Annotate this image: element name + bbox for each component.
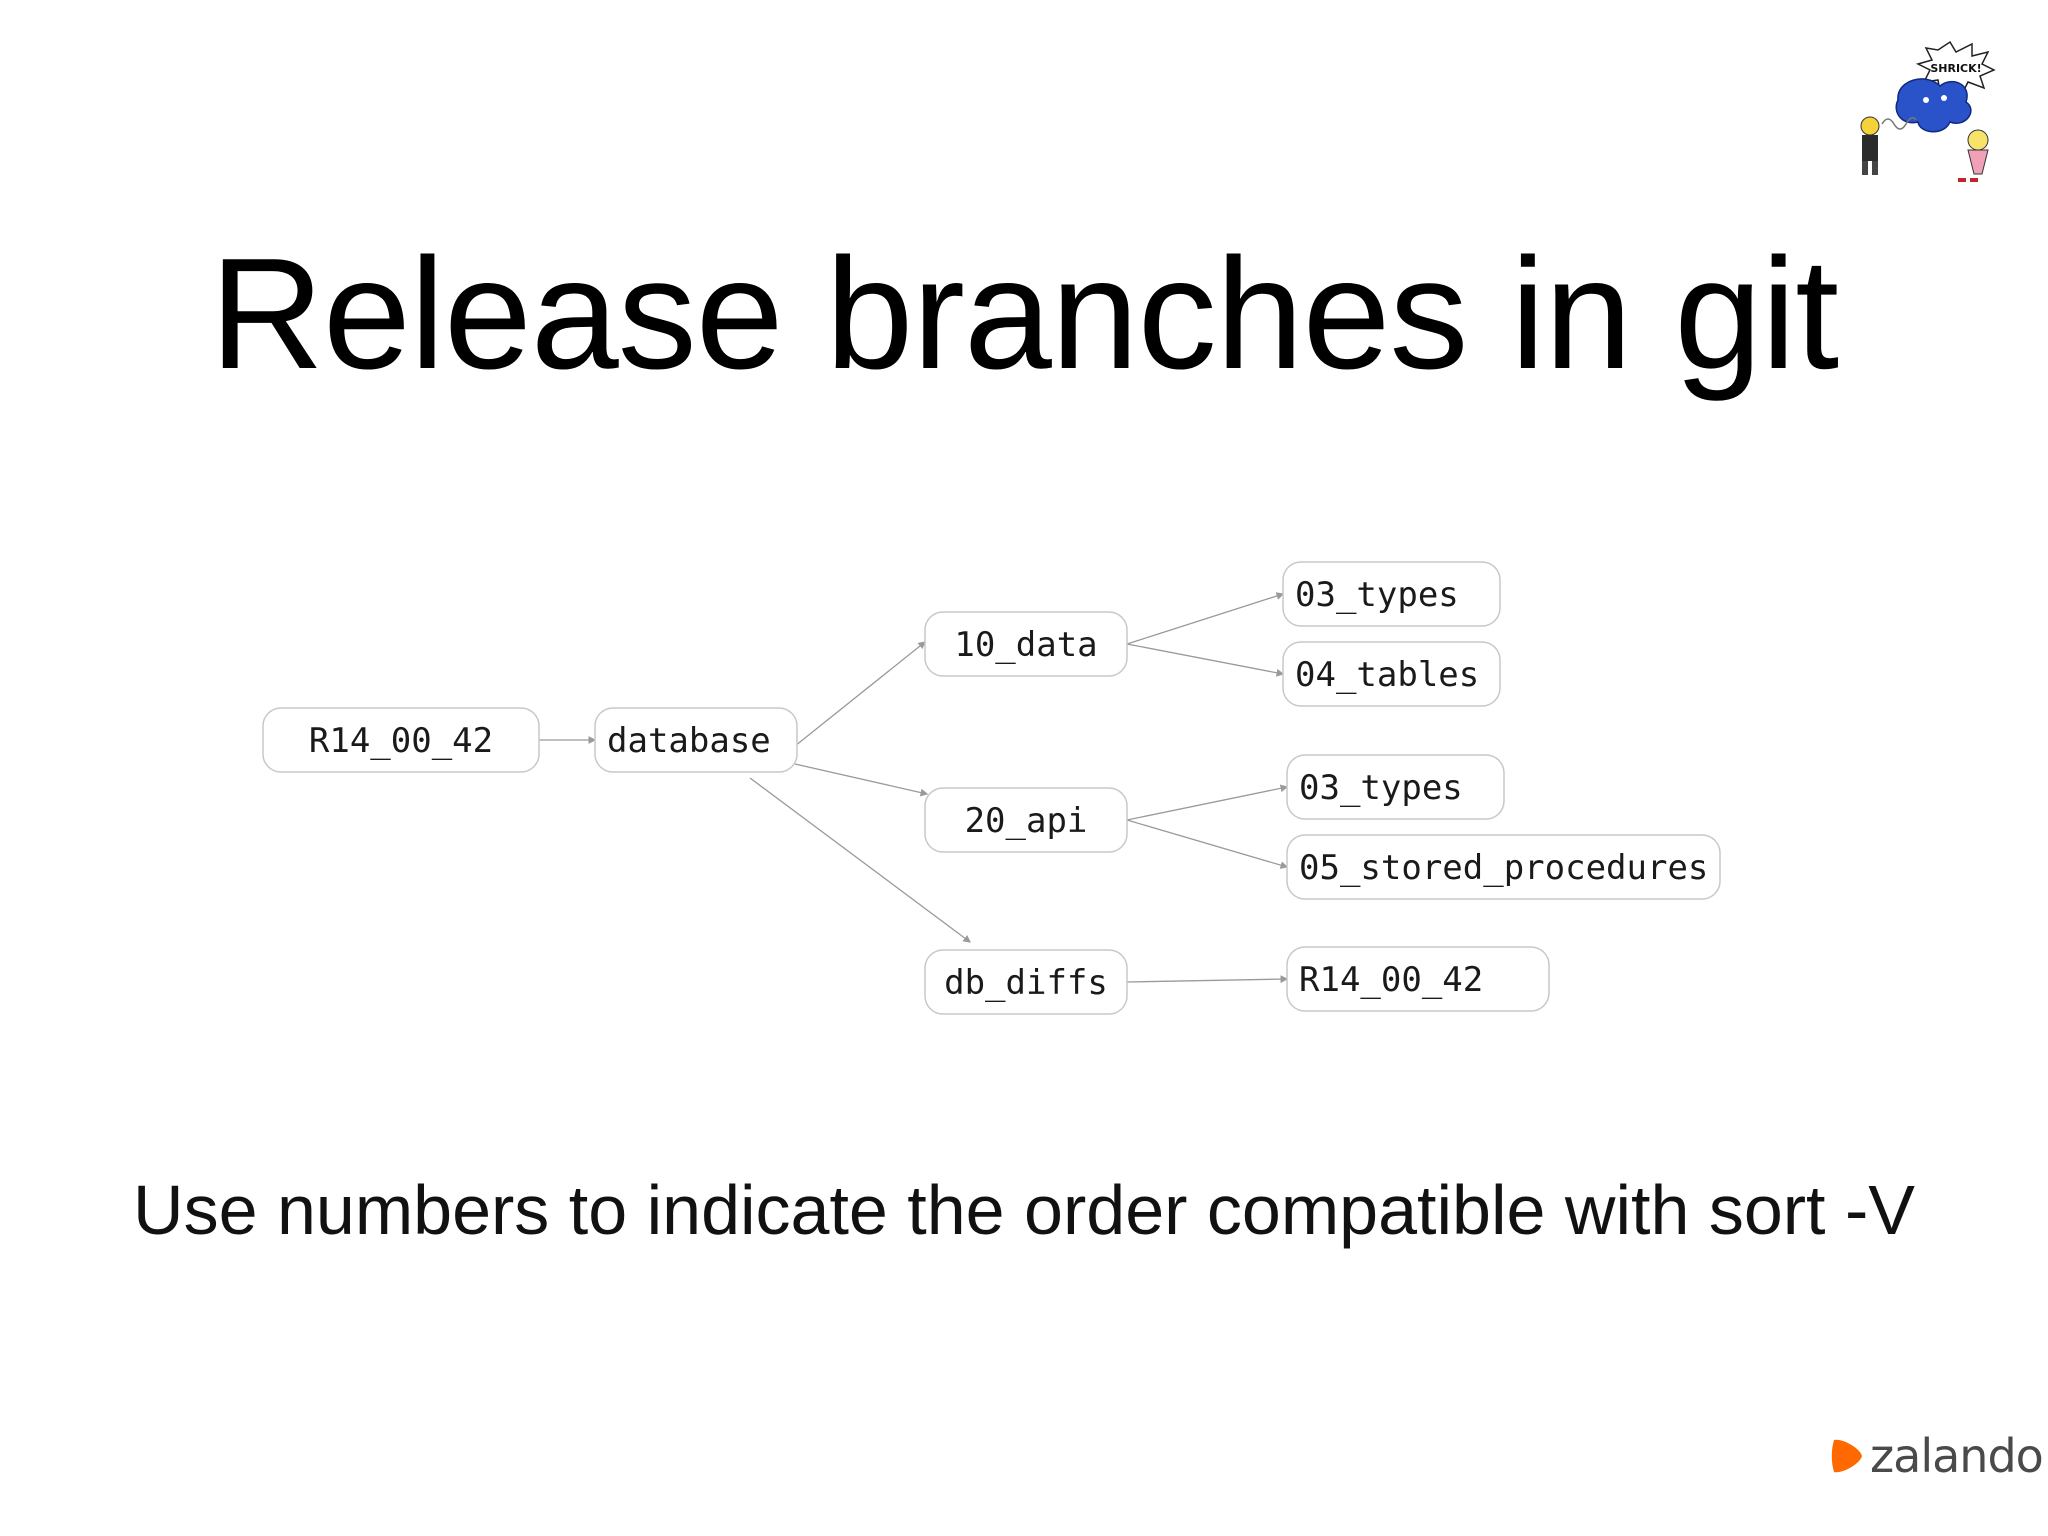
edge-db-to-data <box>794 641 927 747</box>
branch-node-db: database <box>594 707 798 773</box>
branch-node-types2: 03_types <box>1286 754 1505 820</box>
branch-node-box <box>1282 561 1501 627</box>
branch-node-label: 03_types <box>1295 575 1459 615</box>
branch-node-label: R14_00_42 <box>1299 960 1483 1000</box>
branch-node-label: R14_00_42 <box>309 721 493 761</box>
cartoon-shout-text: SHRICK! <box>1930 62 1981 75</box>
branch-node-label: db_diffs <box>944 963 1108 1003</box>
edge-db-to-diffs <box>749 777 972 943</box>
branch-node-label: 04_tables <box>1295 655 1479 695</box>
branch-node-box <box>262 707 540 773</box>
cartoon-illustration-icon: SHRICK! <box>1860 40 1996 182</box>
slide-title: Release branches in git <box>209 226 1839 402</box>
branch-node-label: 10_data <box>954 625 1097 665</box>
branch-node-label: 05_stored_procedures <box>1299 848 1708 888</box>
branch-node-api: 20_api <box>924 787 1128 853</box>
branch-node-box <box>1286 754 1505 820</box>
edge-api-to-procs <box>1126 819 1289 869</box>
edge-data-to-tables <box>1126 643 1285 677</box>
branch-node-box <box>1282 641 1501 707</box>
zalando-logo: zalando <box>1830 1426 2044 1486</box>
branch-node-rel: R14_00_42 <box>1286 946 1550 1012</box>
branch-node-box <box>924 949 1128 1015</box>
branch-node-label: database <box>607 721 771 761</box>
edge-diffs-to-rel <box>1126 975 1289 984</box>
slide-caption: Use numbers to indicate the order compat… <box>133 1171 1915 1249</box>
branch-node-label: 20_api <box>965 801 1088 841</box>
branch-node-box <box>924 787 1128 853</box>
branch-node-tables: 04_tables <box>1282 641 1501 707</box>
branch-node-box <box>1286 946 1550 1012</box>
zalando-logo-icon <box>1831 1439 1862 1473</box>
branch-node-data: 10_data <box>924 611 1128 677</box>
brand-name: zalando <box>1870 1429 2044 1483</box>
branch-node-types1: 03_types <box>1282 561 1501 627</box>
branch-node-box <box>924 611 1128 677</box>
branch-node-root: R14_00_42 <box>262 707 540 773</box>
branch-node-procs: 05_stored_procedures <box>1286 834 1721 900</box>
edge-api-to-types2 <box>1126 784 1289 821</box>
branch-node-diffs: db_diffs <box>924 949 1128 1015</box>
edge-data-to-types1 <box>1126 592 1285 645</box>
branch-node-box <box>1286 834 1721 900</box>
edge-db-to-api <box>794 763 929 797</box>
branch-node-label: 03_types <box>1299 768 1463 808</box>
branch-node-box <box>594 707 798 773</box>
